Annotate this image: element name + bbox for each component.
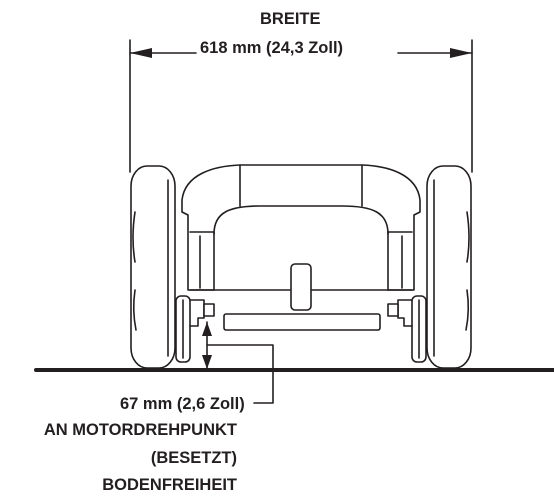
ground-clearance-label-line1: AN MOTORDREHPUNKT bbox=[43, 421, 237, 439]
left-drive-wheel bbox=[130, 165, 176, 369]
ground-clearance-value: 67 mm (2,6 Zoll) bbox=[120, 395, 245, 413]
left-caster-assembly bbox=[175, 289, 215, 363]
center-support-post bbox=[223, 263, 381, 331]
ground-clearance-arrow bbox=[202, 321, 212, 371]
width-value: 618 mm (24,3 Zoll) bbox=[200, 39, 344, 57]
seat-shroud bbox=[181, 164, 421, 291]
ground-clearance-label-line2: (BESETZT) bbox=[150, 449, 237, 467]
width-dimension-arrow-left bbox=[129, 48, 197, 58]
right-caster-assembly bbox=[387, 289, 427, 363]
ground-clearance-leader-line bbox=[206, 344, 274, 404]
width-title: BREITE bbox=[260, 10, 321, 28]
right-drive-wheel bbox=[426, 165, 472, 369]
ground-clearance-label-line3: BODENFREIHEIT bbox=[102, 476, 237, 494]
width-dimension-arrow-right bbox=[397, 48, 473, 58]
